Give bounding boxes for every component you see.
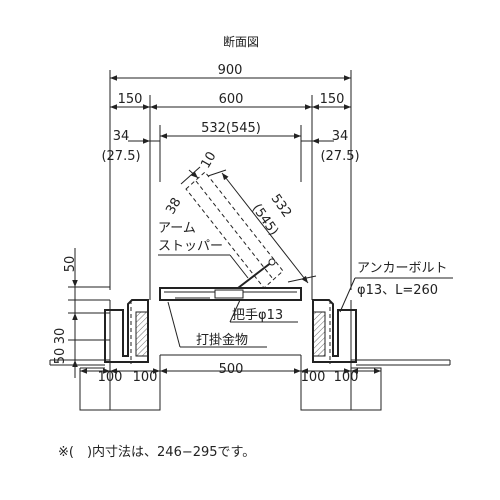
- dimension-center-label: 600: [219, 92, 244, 107]
- dimension-base-left-a-label: 100: [98, 370, 123, 385]
- dimension-total-label: 900: [218, 63, 243, 78]
- dimension-offset-right-alt-label: (27.5): [320, 149, 359, 164]
- dimension-side-left-label: 150: [118, 92, 143, 107]
- dimension-lid-thick-label: 38: [163, 195, 184, 217]
- dimension-offset-right-label: 34: [332, 129, 349, 144]
- dimension-inner-label: 532(545): [201, 121, 261, 136]
- frame-right: [312, 299, 357, 364]
- dimension-offset-left-alt-label: (27.5): [101, 149, 140, 164]
- anchor-bolt-label-2: φ13、L=260: [357, 283, 438, 298]
- dimension-base-left-b-label: 100: [133, 370, 158, 385]
- handle-label: 把手φ13: [232, 308, 283, 323]
- frame-left: [104, 299, 149, 364]
- latch-callout: 打掛金物: [167, 301, 267, 348]
- dimension-inner: 532(545): [159, 121, 302, 182]
- closed-lid: [159, 287, 302, 301]
- dimension-bottom-row: 100 100 500 100 100: [79, 362, 382, 390]
- ground-section: [49, 300, 451, 411]
- dimension-v50-top-label: 50: [63, 256, 78, 273]
- dimension-side-right-label: 150: [320, 92, 345, 107]
- dimension-v50-bottom-label: 50: [53, 348, 68, 365]
- footnote: ※( )内寸法は、246−295です。: [58, 444, 255, 460]
- dimension-base-right-a-label: 100: [301, 370, 326, 385]
- dimension-offset-left: 34 (27.5): [101, 129, 160, 164]
- dimension-lid-gap-label: 10: [198, 149, 219, 171]
- arm-stopper-label-2: ストッパー: [158, 239, 223, 254]
- dimension-v30-label: 30: [53, 328, 68, 345]
- anchor-bolt-callout: アンカーボルト φ13、L=260: [339, 261, 453, 313]
- latch-label: 打掛金物: [196, 332, 248, 348]
- arm-stopper-label-1: アーム: [158, 221, 196, 236]
- arm-stopper: アーム ストッパー: [158, 221, 276, 289]
- dimension-offset-right: 34 (27.5): [301, 129, 360, 164]
- drawing-title: 断面図: [223, 34, 259, 49]
- dimension-base-right-b-label: 100: [334, 370, 359, 385]
- anchor-bolt-label-1: アンカーボルト: [357, 261, 447, 276]
- dimension-opening-label: 500: [219, 362, 244, 377]
- handle-callout: 把手φ13: [229, 299, 298, 323]
- vertical-dimensions: 50 30 50: [53, 248, 110, 378]
- dimension-offset-left-label: 34: [113, 129, 130, 144]
- dimension-row-2: 150 600 150: [110, 92, 351, 300]
